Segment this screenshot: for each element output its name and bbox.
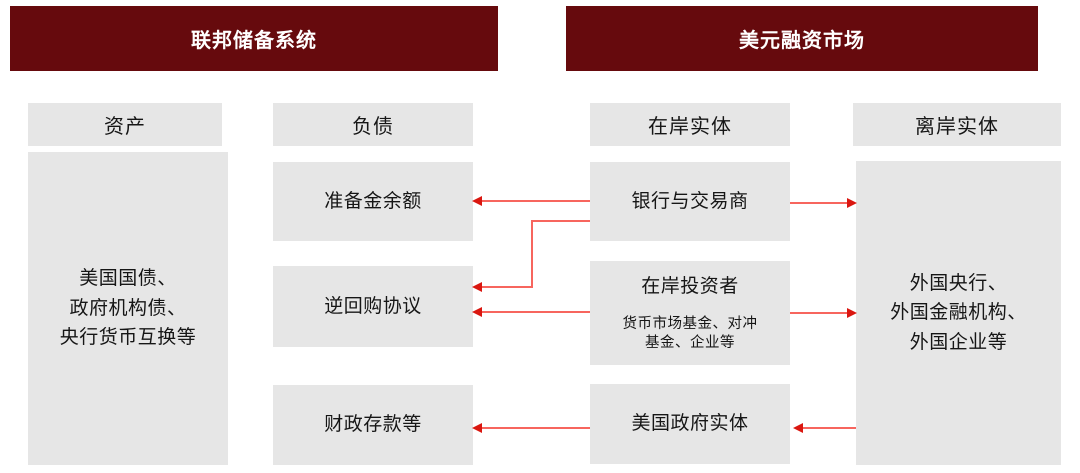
column-header-assets: 资产 xyxy=(28,103,222,146)
box-offshore-entities: 外国央行、 外国金融机构、 外国企业等 xyxy=(856,161,1061,465)
arrow-line xyxy=(531,220,533,288)
arrow-line xyxy=(790,202,847,204)
box-offshore-line-3: 外国企业等 xyxy=(909,331,1008,353)
arrow-line xyxy=(803,427,856,429)
onshore-investors-subtitle-line-2: 基金、企业等 xyxy=(645,335,735,352)
onshore-investors-subtitle-line-1: 货币市场基金、对冲 xyxy=(622,315,758,332)
arrow-line xyxy=(481,286,532,288)
arrow-line xyxy=(481,200,590,202)
onshore-investors-title: 在岸投资者 xyxy=(641,276,739,298)
column-header-offshore-entities: 离岸实体 xyxy=(853,103,1061,146)
box-assets-line-3: 央行货币互换等 xyxy=(59,327,197,349)
arrow-head-left-icon xyxy=(472,307,482,317)
column-header-liabilities: 负债 xyxy=(273,103,473,146)
box-assets-line-1: 美国国债、 xyxy=(79,268,177,290)
box-banks-dealers: 银行与交易商 xyxy=(590,162,790,241)
box-onshore-investors: 在岸投资者 货币市场基金、对冲 基金、企业等 xyxy=(590,261,790,365)
arrow-head-left-icon xyxy=(472,423,482,433)
box-treasury-deposits: 财政存款等 xyxy=(273,385,473,465)
arrow-line xyxy=(481,311,590,313)
arrow-line xyxy=(481,427,590,429)
box-reserve-balances: 准备金余额 xyxy=(273,162,473,241)
arrow-head-left-icon xyxy=(472,282,482,292)
arrow-line xyxy=(532,220,590,222)
onshore-investors-subtitle: 货币市场基金、对冲 基金、企业等 xyxy=(623,315,758,354)
usd-funding-market-title-bar: 美元融资市场 xyxy=(566,6,1038,71)
box-offshore-line-2: 外国金融机构、 xyxy=(890,302,1027,324)
arrow-head-right-icon xyxy=(847,198,857,208)
box-reverse-repo: 逆回购协议 xyxy=(273,266,473,347)
box-assets: 美国国债、 政府机构债、 央行货币互换等 xyxy=(28,152,228,465)
box-offshore-line-1: 外国央行、 xyxy=(909,272,1008,294)
box-us-government-entities: 美国政府实体 xyxy=(590,384,790,464)
column-header-onshore-entities: 在岸实体 xyxy=(590,103,790,146)
arrow-head-left-icon xyxy=(793,423,803,433)
arrow-head-left-icon xyxy=(472,196,482,206)
arrow-head-right-icon xyxy=(847,308,857,318)
box-assets-line-2: 政府机构债、 xyxy=(69,297,187,319)
fed-system-title-bar: 联邦储备系统 xyxy=(10,6,498,71)
arrow-line xyxy=(790,312,847,314)
